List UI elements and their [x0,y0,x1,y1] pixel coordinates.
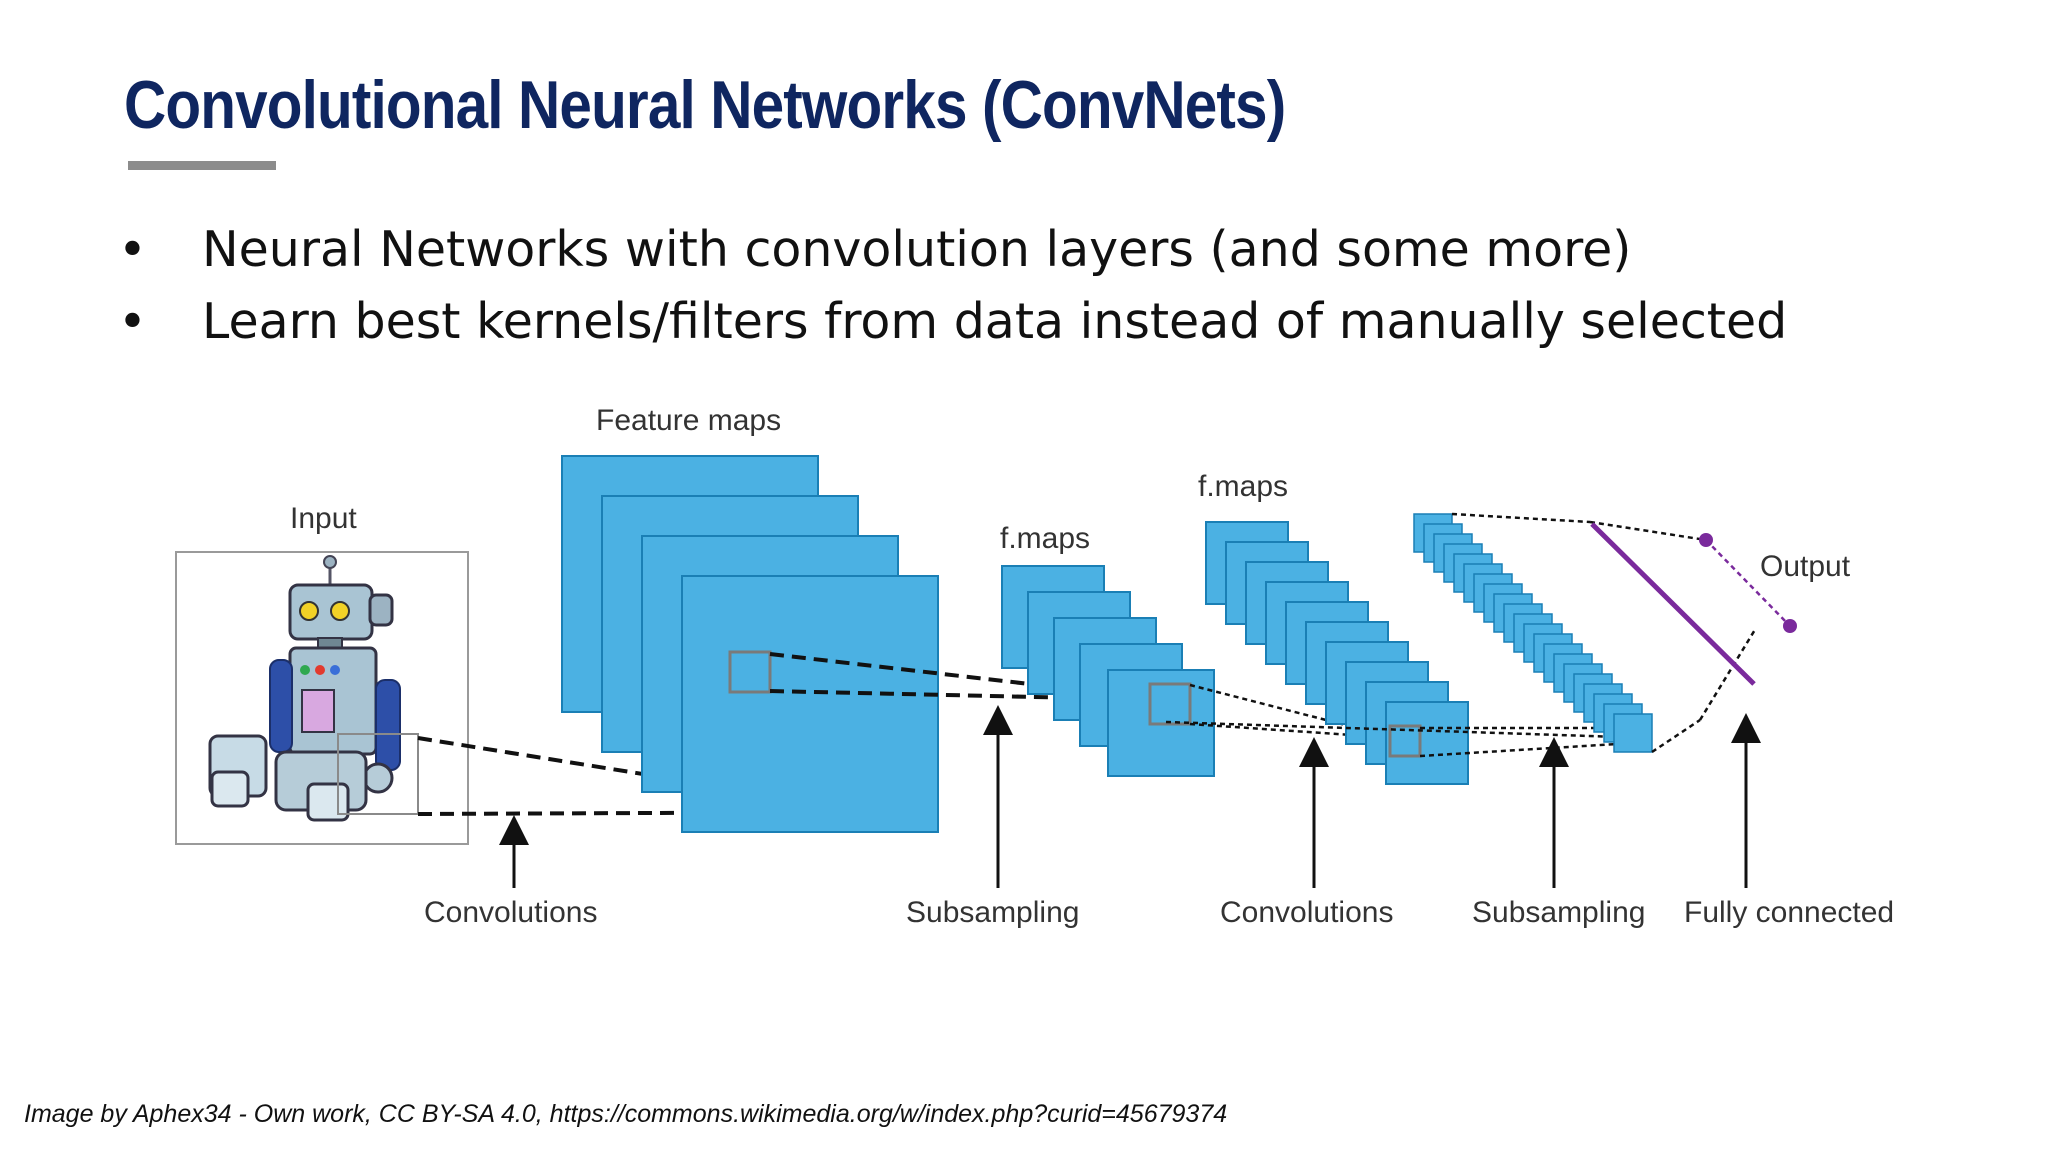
bullet-list: • Neural Networks with convolution layer… [118,214,1787,358]
feature-maps-layer-1 [561,455,939,833]
output-node [1699,533,1713,547]
stage-label: Subsampling [1472,896,1645,929]
output-label: Output [1760,550,1851,583]
feature-maps-layer-4 [1413,513,1653,753]
feature-maps-label: Feature maps [596,404,781,437]
stage-label: Convolutions [1220,896,1393,929]
image-credit-caption: Image by Aphex34 - Own work, CC BY-SA 4.… [24,1100,1228,1128]
bullet-dot-icon: • [118,293,147,350]
bullet-dot-icon: • [118,221,147,278]
bullet-text: Learn best kernels/filters from data ins… [202,293,1788,350]
slide-title: Convolutional Neural Networks (ConvNets) [124,67,1286,143]
output-layer [1451,512,1797,754]
feature-maps-layer-3 [1205,521,1469,785]
stage-label: Fully connected [1684,896,1894,929]
stage-label: Convolutions [424,896,597,929]
fmaps-label: f.maps [1198,470,1288,503]
bullet-text: Neural Networks with convolution layers … [202,221,1632,278]
input-image [175,551,469,845]
cnn-architecture-diagram: Input Feature maps f.maps f.maps Output … [175,404,1894,929]
feature-maps-layer-2 [1001,565,1215,777]
fmaps-label: f.maps [1000,522,1090,555]
bullet-item: • Learn best kernels/filters from data i… [118,286,1787,358]
input-label: Input [290,502,357,535]
robot-icon [208,555,401,822]
output-node [1783,619,1797,633]
stage-label: Subsampling [906,896,1079,929]
title-underline [128,161,276,170]
bullet-item: • Neural Networks with convolution layer… [118,214,1787,286]
